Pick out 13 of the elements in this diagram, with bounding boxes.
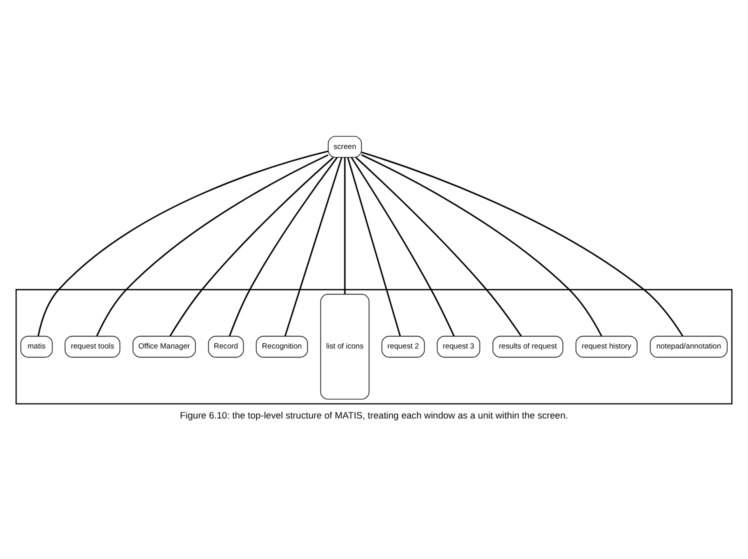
connector (350, 156, 455, 336)
connector (37, 150, 328, 336)
connector (361, 154, 602, 336)
connector (361, 151, 684, 336)
connector (169, 156, 334, 336)
connector (284, 156, 342, 336)
caption: Figure 6.10: the top-level structure of MATIS, treating each window as a unit within the screen. (180, 410, 568, 420)
connector (228, 156, 338, 336)
connector (355, 156, 522, 336)
connector (347, 156, 401, 336)
connector (96, 154, 328, 336)
cluster (16, 288, 732, 404)
connector (344, 157, 346, 294)
